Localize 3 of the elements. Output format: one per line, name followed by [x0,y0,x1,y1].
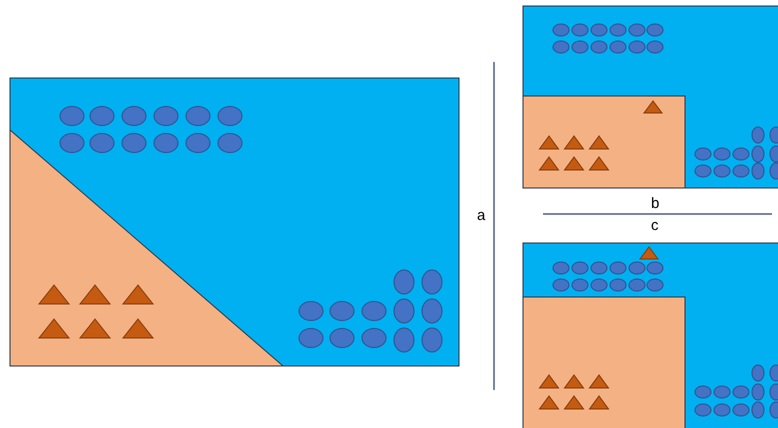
panel-label: c [651,218,658,233]
panel-label: a [477,208,486,223]
panel-label: b [651,196,660,211]
